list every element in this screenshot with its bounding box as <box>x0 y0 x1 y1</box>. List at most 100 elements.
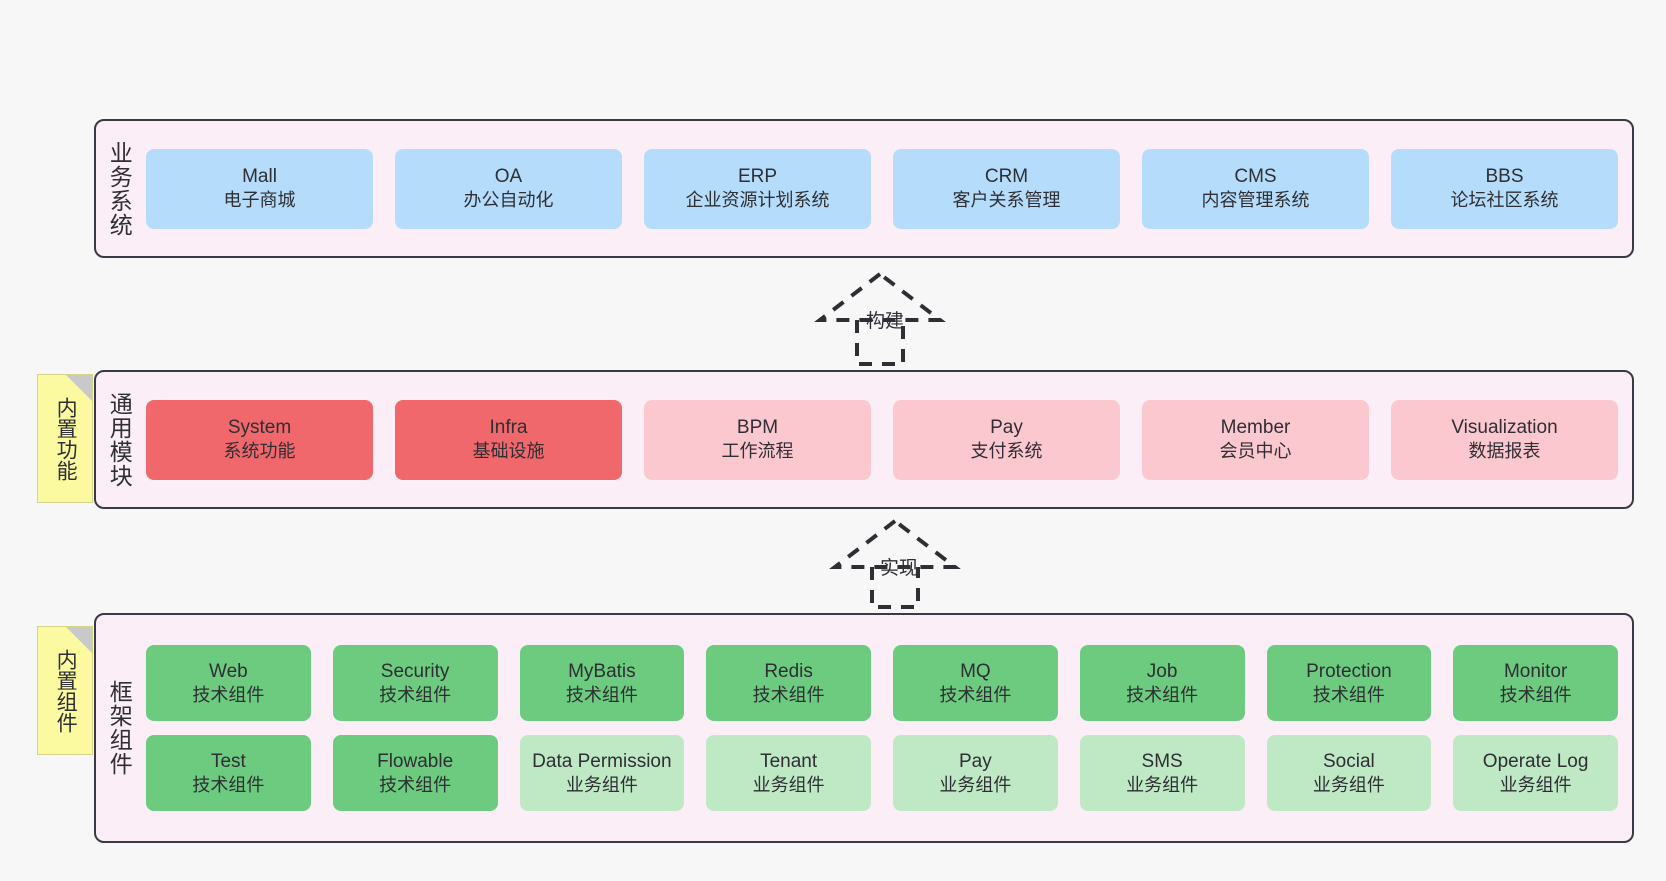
card-member[interactable]: Member 会员中心 <box>1142 399 1369 480</box>
card-subtitle: 业务组件 <box>1312 774 1385 795</box>
card-subtitle: 工作流程 <box>721 441 794 462</box>
card-data-permission[interactable]: Data Permission 业务组件 <box>519 735 685 811</box>
layer-body-framework-components: Web 技术组件 Security 技术组件 MyBatis 技术组件 Redi… <box>142 615 1632 841</box>
card-title: Data Permission <box>532 750 672 772</box>
card-title: CRM <box>984 166 1029 188</box>
card-mall[interactable]: Mall 电子商城 <box>146 148 373 229</box>
connector-build <box>814 271 946 366</box>
card-title: Redis <box>764 660 813 682</box>
card-pay-module[interactable]: Pay 支付系统 <box>893 399 1120 480</box>
note-fold-corner-icon <box>66 627 92 653</box>
card-title: Flowable <box>377 750 454 772</box>
card-erp[interactable]: ERP 企业资源计划系统 <box>644 148 871 229</box>
card-subtitle: 客户关系管理 <box>952 190 1061 211</box>
card-title: Monitor <box>1503 660 1568 682</box>
card-title: ERP <box>737 166 778 188</box>
card-subtitle: 技术组件 <box>192 684 265 705</box>
card-web[interactable]: Web 技术组件 <box>146 645 311 721</box>
card-operate-log[interactable]: Operate Log 业务组件 <box>1453 735 1618 811</box>
connector-implement <box>829 518 961 609</box>
card-title: Visualization <box>1451 417 1558 439</box>
card-subtitle: 技术组件 <box>379 684 452 705</box>
sticky-note-builtin-components: 内置组件 <box>37 626 93 755</box>
sticky-note-label: 内置功能 <box>54 396 78 481</box>
card-subtitle: 基础设施 <box>472 441 545 462</box>
card-subtitle: 内容管理系统 <box>1201 190 1310 211</box>
layer-business-systems: 业务系统 Mall 电子商城 OA 办公自动化 ERP 企业资源计划系统 CRM… <box>94 119 1634 258</box>
card-row: Mall 电子商城 OA 办公自动化 ERP 企业资源计划系统 CRM 客户关系… <box>146 148 1618 229</box>
card-bpm[interactable]: BPM 工作流程 <box>644 399 871 480</box>
card-title: Infra <box>489 417 528 439</box>
card-protection[interactable]: Protection 技术组件 <box>1266 645 1432 721</box>
layer-framework-components: 框架组件 Web 技术组件 Security 技术组件 MyBatis 技术组件… <box>94 613 1634 843</box>
layer-label-common-modules: 通用模块 <box>106 391 133 488</box>
card-job[interactable]: Job 技术组件 <box>1079 645 1245 721</box>
card-subtitle: 技术组件 <box>752 684 825 705</box>
card-bbs[interactable]: BBS 论坛社区系统 <box>1391 148 1618 229</box>
card-title: Pay <box>959 750 992 772</box>
card-subtitle: 电子商城 <box>223 190 296 211</box>
card-title: Web <box>209 660 248 682</box>
card-subtitle: 技术组件 <box>565 684 638 705</box>
note-fold-corner-icon <box>66 375 92 401</box>
card-sms[interactable]: SMS 业务组件 <box>1079 735 1245 811</box>
card-title: Protection <box>1306 660 1392 682</box>
card-title: BPM <box>736 417 779 439</box>
card-subtitle: 企业资源计划系统 <box>685 190 830 211</box>
card-oa[interactable]: OA 办公自动化 <box>395 148 622 229</box>
card-subtitle: 技术组件 <box>379 774 452 795</box>
card-system[interactable]: System 系统功能 <box>146 399 373 480</box>
card-title: CMS <box>1234 166 1277 188</box>
layer-label-framework-components: 框架组件 <box>106 680 133 776</box>
card-title: Mall <box>242 166 277 188</box>
card-row-business: Test 技术组件 Flowable 技术组件 Data Permission … <box>146 735 1618 811</box>
card-subtitle: 论坛社区系统 <box>1450 190 1559 211</box>
card-security[interactable]: Security 技术组件 <box>332 645 498 721</box>
card-subtitle: 技术组件 <box>1126 684 1199 705</box>
sticky-note-builtin-features: 内置功能 <box>37 374 93 503</box>
card-monitor[interactable]: Monitor 技术组件 <box>1453 645 1618 721</box>
layer-label-business-systems: 业务系统 <box>106 140 133 237</box>
card-title: Pay <box>990 417 1023 439</box>
card-subtitle: 业务组件 <box>939 774 1012 795</box>
card-test[interactable]: Test 技术组件 <box>146 735 311 811</box>
card-title: Security <box>380 660 450 682</box>
card-title: Tenant <box>760 750 818 772</box>
connector-build-label: 构建 <box>866 311 905 332</box>
card-crm[interactable]: CRM 客户关系管理 <box>893 148 1120 229</box>
card-cms[interactable]: CMS 内容管理系统 <box>1142 148 1369 229</box>
card-infra[interactable]: Infra 基础设施 <box>395 399 622 480</box>
card-flowable[interactable]: Flowable 技术组件 <box>332 735 498 811</box>
card-title: Test <box>210 750 246 772</box>
card-row-technical: Web 技术组件 Security 技术组件 MyBatis 技术组件 Redi… <box>146 645 1618 721</box>
card-title: System <box>227 417 292 439</box>
layer-body-common-modules: System 系统功能 Infra 基础设施 BPM 工作流程 Pay 支付系统… <box>142 372 1632 507</box>
card-subtitle: 技术组件 <box>1499 684 1572 705</box>
card-pay-component[interactable]: Pay 业务组件 <box>893 735 1058 811</box>
card-title: Job <box>1146 660 1178 682</box>
card-title: Operate Log <box>1482 750 1589 772</box>
card-title: OA <box>494 166 523 188</box>
card-title: Social <box>1323 750 1375 772</box>
card-title: MQ <box>960 660 991 682</box>
card-visualization[interactable]: Visualization 数据报表 <box>1391 399 1618 480</box>
card-subtitle: 业务组件 <box>565 774 638 795</box>
layer-common-modules: 通用模块 System 系统功能 Infra 基础设施 BPM 工作流程 Pay… <box>94 370 1634 509</box>
generalization-arrowhead-icon <box>829 518 961 569</box>
card-subtitle: 技术组件 <box>1312 684 1385 705</box>
card-subtitle: 业务组件 <box>1499 774 1572 795</box>
card-mybatis[interactable]: MyBatis 技术组件 <box>519 645 685 721</box>
card-subtitle: 系统功能 <box>223 441 296 462</box>
card-redis[interactable]: Redis 技术组件 <box>706 645 871 721</box>
card-subtitle: 数据报表 <box>1468 441 1541 462</box>
card-subtitle: 技术组件 <box>192 774 265 795</box>
card-mq[interactable]: MQ 技术组件 <box>893 645 1058 721</box>
card-subtitle: 办公自动化 <box>463 190 554 211</box>
card-tenant[interactable]: Tenant 业务组件 <box>706 735 871 811</box>
card-title: SMS <box>1141 750 1183 772</box>
card-subtitle: 支付系统 <box>970 441 1043 462</box>
connector-implement-label: 实现 <box>880 558 919 579</box>
card-social[interactable]: Social 业务组件 <box>1266 735 1432 811</box>
generalization-arrowhead-icon <box>814 271 946 322</box>
